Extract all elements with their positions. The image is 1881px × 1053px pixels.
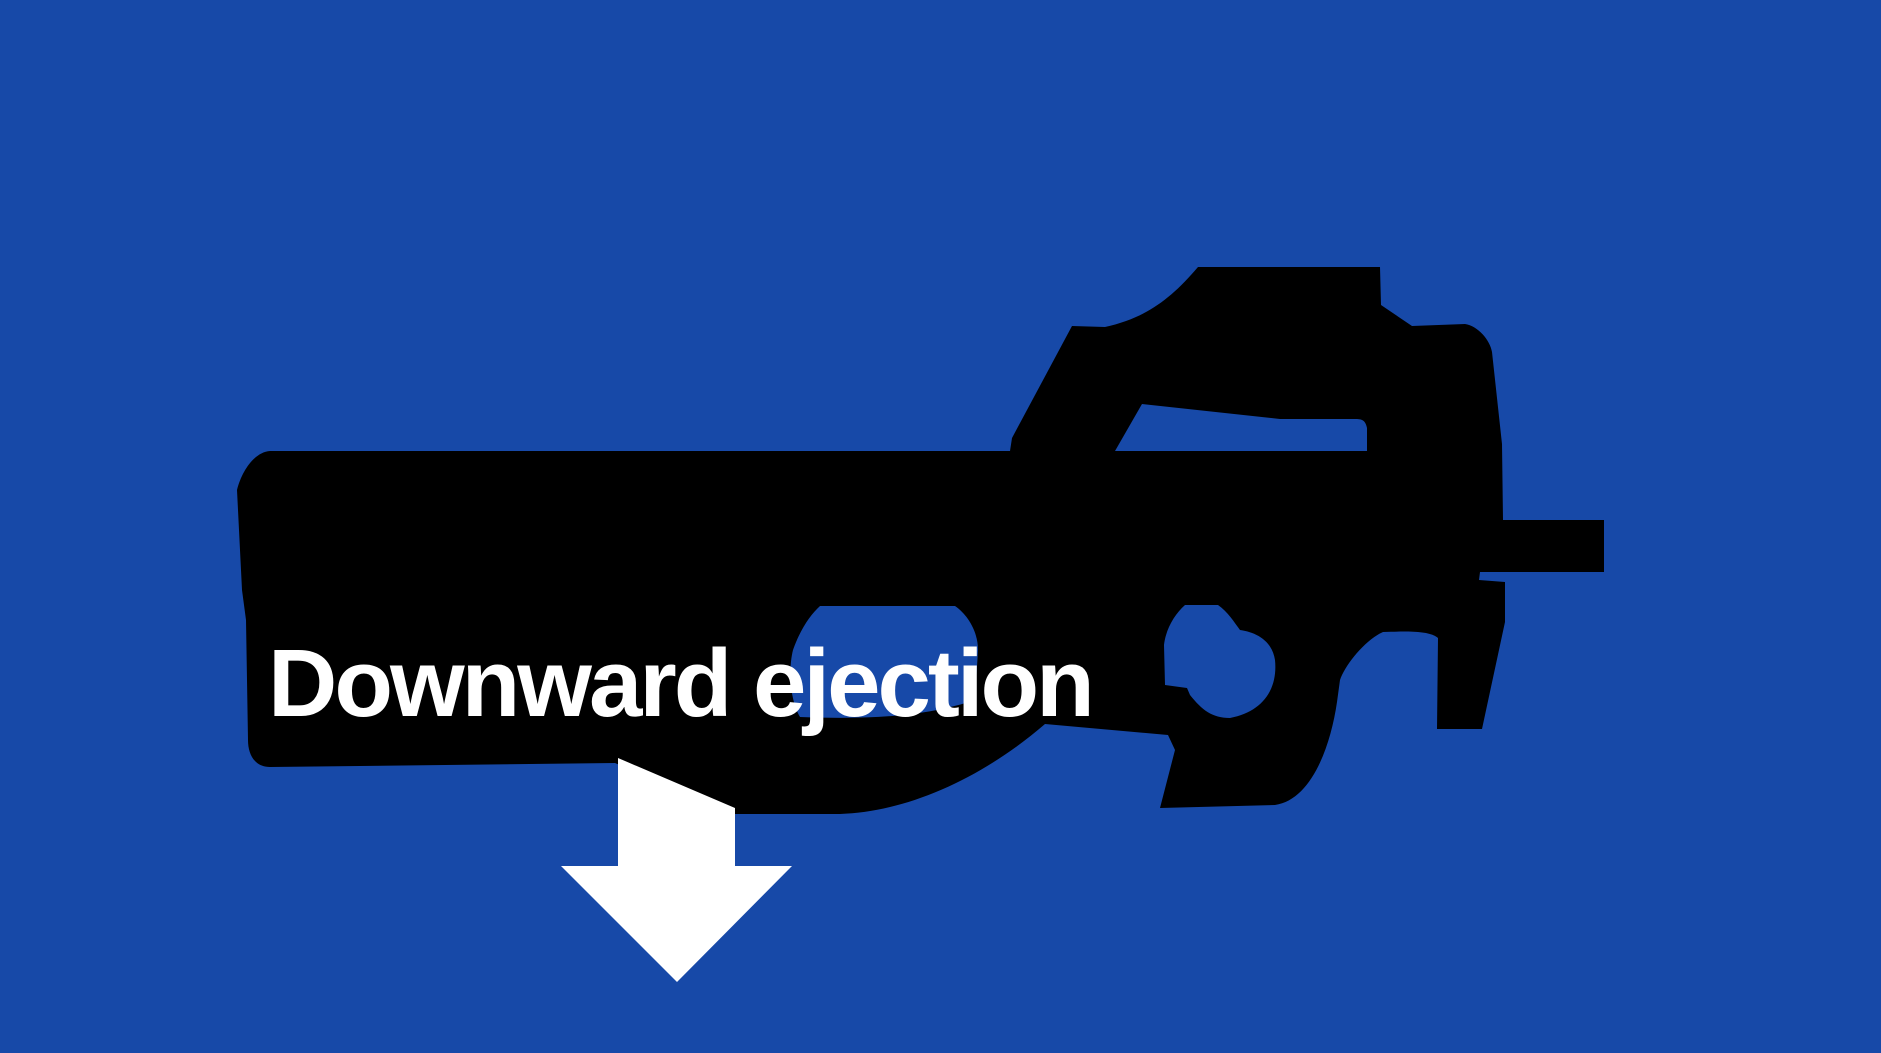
- caption: Downward ejection: [268, 630, 1095, 737]
- grip-opening: [1164, 605, 1276, 718]
- arrow-down-icon: [561, 758, 792, 982]
- trigger-guard-opening: [790, 606, 978, 718]
